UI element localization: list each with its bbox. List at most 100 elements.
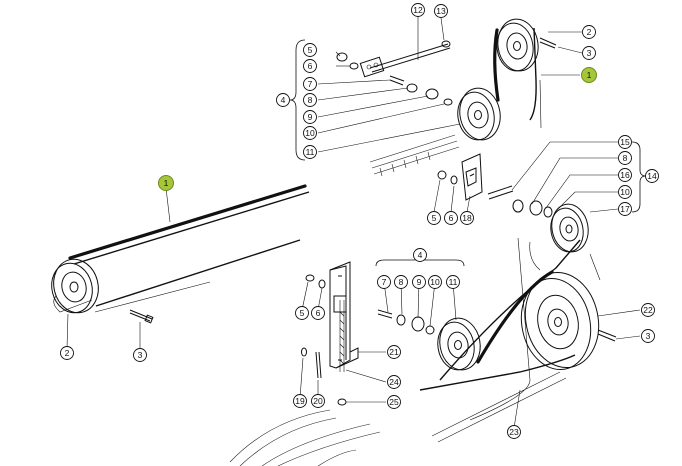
right-idler-pulley bbox=[550, 203, 589, 253]
svg-text:6: 6 bbox=[316, 308, 321, 318]
callout-10-lower: 10 bbox=[428, 275, 442, 289]
callout-5-mid: 5 bbox=[427, 211, 441, 225]
callout-3-right: 3 bbox=[641, 329, 655, 343]
callout-2-left: 2 bbox=[60, 346, 74, 360]
callout-19: 19 bbox=[293, 394, 307, 408]
callout-10-top: 10 bbox=[303, 126, 317, 140]
small-hardware-top bbox=[336, 52, 453, 106]
svg-text:23: 23 bbox=[509, 427, 519, 437]
svg-text:10: 10 bbox=[620, 187, 630, 197]
callout-25: 25 bbox=[387, 395, 401, 409]
left-drive-belt bbox=[68, 184, 310, 313]
svg-text:24: 24 bbox=[389, 377, 399, 387]
top-idler-pulley bbox=[457, 87, 501, 141]
svg-text:12: 12 bbox=[413, 5, 423, 15]
svg-text:7: 7 bbox=[308, 79, 313, 89]
svg-text:9: 9 bbox=[417, 277, 422, 287]
callout-23: 23 bbox=[507, 425, 521, 439]
callout-6-mid: 6 bbox=[444, 211, 458, 225]
callout-16: 16 bbox=[618, 168, 632, 182]
callout-20: 20 bbox=[311, 394, 325, 408]
svg-text:14: 14 bbox=[647, 171, 657, 181]
svg-text:6: 6 bbox=[449, 213, 454, 223]
svg-text:13: 13 bbox=[436, 6, 446, 16]
mount-bracket-21 bbox=[329, 261, 359, 406]
callout-13: 13 bbox=[434, 4, 448, 18]
svg-text:22: 22 bbox=[643, 305, 653, 315]
svg-text:5: 5 bbox=[308, 45, 313, 55]
callout-4-lower: 4 bbox=[413, 248, 427, 262]
svg-text:15: 15 bbox=[620, 137, 630, 147]
svg-text:8: 8 bbox=[308, 95, 313, 105]
svg-text:3: 3 bbox=[138, 350, 143, 360]
svg-text:11: 11 bbox=[449, 277, 458, 287]
callout-8-lower: 8 bbox=[394, 275, 408, 289]
left-pulley bbox=[51, 258, 99, 314]
svg-text:5: 5 bbox=[432, 213, 437, 223]
svg-text:25: 25 bbox=[389, 397, 399, 407]
callout-8-right: 8 bbox=[618, 151, 632, 165]
callout-5-lower: 5 bbox=[295, 306, 309, 320]
svg-text:1: 1 bbox=[164, 178, 169, 188]
bottom-dashed-chassis bbox=[229, 409, 381, 466]
callout-3-left: 3 bbox=[133, 348, 147, 362]
svg-text:3: 3 bbox=[587, 48, 592, 58]
callout-9-lower: 9 bbox=[412, 275, 426, 289]
svg-text:16: 16 bbox=[620, 170, 630, 180]
callout-5-top: 5 bbox=[303, 43, 317, 57]
svg-text:9: 9 bbox=[308, 112, 313, 122]
right-brace-14 bbox=[631, 141, 647, 213]
svg-text:1: 1 bbox=[587, 70, 592, 80]
callout-1-right: 1 bbox=[581, 67, 597, 83]
svg-text:4: 4 bbox=[418, 250, 423, 260]
svg-text:10: 10 bbox=[305, 128, 315, 138]
svg-text:20: 20 bbox=[313, 396, 323, 406]
callout-11-top: 11 bbox=[303, 145, 317, 159]
callout-4-top: 4 bbox=[276, 93, 290, 107]
tensioner-hardware bbox=[437, 170, 553, 218]
svg-text:17: 17 bbox=[620, 204, 630, 214]
callout-7-top: 7 bbox=[303, 77, 317, 91]
callout-6-lower: 6 bbox=[311, 306, 325, 320]
svg-text:7: 7 bbox=[382, 277, 387, 287]
callout-10-right: 10 bbox=[618, 185, 632, 199]
leader-lines bbox=[66, 15, 641, 429]
callout-18: 18 bbox=[460, 211, 474, 225]
svg-text:6: 6 bbox=[308, 61, 313, 71]
svg-text:8: 8 bbox=[623, 153, 628, 163]
svg-text:3: 3 bbox=[646, 331, 651, 341]
callout-7-lower: 7 bbox=[377, 275, 391, 289]
svg-text:18: 18 bbox=[462, 213, 472, 223]
callout-14: 14 bbox=[645, 169, 659, 183]
tension-rod-12 bbox=[359, 40, 451, 78]
svg-text:4: 4 bbox=[281, 95, 286, 105]
top-brace-4 bbox=[289, 39, 306, 161]
tensioner-bracket-18 bbox=[461, 153, 483, 201]
callout-9-top: 9 bbox=[303, 110, 317, 124]
top-belt-loop bbox=[493, 27, 542, 129]
svg-text:5: 5 bbox=[300, 308, 305, 318]
svg-text:2: 2 bbox=[587, 27, 592, 37]
top-dashed-shaft bbox=[369, 134, 460, 177]
callout-21: 21 bbox=[387, 345, 401, 359]
svg-text:19: 19 bbox=[295, 396, 305, 406]
svg-text:21: 21 bbox=[389, 347, 399, 357]
lower-idler-pulley bbox=[437, 317, 481, 371]
callout-12: 12 bbox=[411, 3, 425, 17]
callout-11-lower: 11 bbox=[446, 275, 460, 289]
callout-3-top: 3 bbox=[582, 46, 596, 60]
svg-text:11: 11 bbox=[306, 147, 315, 157]
svg-text:10: 10 bbox=[430, 277, 440, 287]
callout-1-left: 1 bbox=[158, 175, 174, 191]
callout-6-top: 6 bbox=[303, 59, 317, 73]
callout-22: 22 bbox=[641, 303, 655, 317]
svg-text:8: 8 bbox=[399, 277, 404, 287]
callout-24: 24 bbox=[387, 375, 401, 389]
belt-23 bbox=[419, 237, 601, 443]
callout-15: 15 bbox=[618, 135, 632, 149]
callout-17: 17 bbox=[618, 202, 632, 216]
top-right-pulley bbox=[496, 18, 557, 72]
callouts: 1 1 2 2 3 3 3 4 4 5 5 5 6 6 6 7 7 8 8 8 … bbox=[60, 3, 659, 439]
left-bolt bbox=[129, 309, 154, 324]
